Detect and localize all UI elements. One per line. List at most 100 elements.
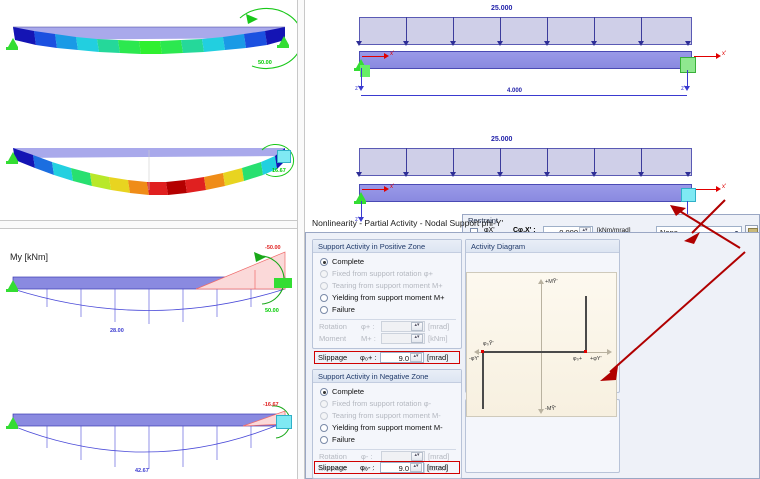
positive-zone-group: Support Activity in Positive Zone Comple… [312,239,462,349]
load-value-top: 25.000 [491,5,513,12]
load-tick [594,17,595,43]
positive-option-radio-failure[interactable] [320,306,328,314]
negative-option-radio-tearing[interactable] [320,412,328,420]
positive-field-name-moment: Moment [319,334,347,343]
axis-x-left-head-bottom [384,186,389,192]
spinner-buttons[interactable]: ▴▾ [411,452,423,461]
axis-x-right-top [694,56,716,57]
diagram-point-right [584,350,587,353]
spinner-buttons[interactable]: ▴▾ [411,322,423,331]
positive-option-label-complete: Complete [332,257,365,266]
negative-divider [320,449,456,450]
positive-field-input-moment[interactable]: ▴▾ [381,333,425,344]
activity-diagram-canvas[interactable]: +MỸ' -MỸ' -φY' +φY' φ₀Ỹ' φ₀+ [466,272,617,417]
load-tick [594,148,595,174]
positive-option-radio-complete[interactable] [320,258,328,266]
negative-field-name-rotation: Rotation [319,452,347,461]
positive-field-unit-rotation: [mrad] [428,322,450,331]
negative-option-radio-fixed[interactable] [320,400,328,408]
positive-field-unit-slippage: [mrad] [427,353,449,362]
positive-option-radio-tearing[interactable] [320,282,328,290]
negative-field-unit-slippage: [mrad] [427,463,449,472]
axis-z-right-label-top: z' [681,86,686,92]
positive-field-symbol-rotation: φ+ : [361,322,375,331]
positive-option-label-failure: Failure [332,305,355,314]
positive-field-name-rotation: Rotation [319,322,347,331]
spinner-buttons[interactable]: ▴▾ [411,334,423,343]
activity-diagram-title: Activity Diagram [466,240,619,253]
negative-field-input-slippage[interactable]: 9.0 ▴▾ [380,462,424,473]
load-arrow [497,41,503,46]
load-tick [453,148,454,174]
pane-gap [0,221,297,228]
positive-zone-title: Support Activity in Positive Zone [313,240,461,253]
positive-option-radio-fixed[interactable] [320,270,328,278]
view-moment-upper[interactable]: My [kNm] 28.00 -50.00 50.00 [0,232,297,362]
axis-x-left-top [362,56,384,57]
support-right-icon [279,36,289,45]
support-left-base-bottom [354,201,366,204]
negative-option-radio-yielding[interactable] [320,424,328,432]
pane-divider-horizontal [0,220,297,221]
axis-x-right-head-bottom [716,186,721,192]
view-model-bottom[interactable]: 25.000 x' x' z' z' [308,128,760,223]
axis-x-right-bottom [694,189,716,190]
load-arrow [497,172,503,177]
main-vertical-divider-2 [304,0,305,479]
diagram-axis-arrow-down [538,409,544,414]
positive-field-value-slippage: 9.0 [398,354,409,363]
support-right-box-4 [276,415,292,429]
pane-divider-horizontal-2 [0,228,297,229]
negative-option-radio-failure[interactable] [320,436,328,444]
positive-field-symbol-moment: M+ : [361,334,376,343]
diagram-curve-horizontal [482,351,587,353]
axis-z-right-head-top [684,86,690,91]
view-moment-lower[interactable]: 42.67 -16.67 [0,380,297,479]
positive-field-input-slippage[interactable]: 9.0 ▴▾ [380,352,424,363]
negative-field-name-moment: Moment [319,464,347,473]
load-arrow [544,41,550,46]
negative-option-label-complete: Complete [332,387,365,396]
support-right-fixed-top [680,57,696,73]
negative-option-radio-complete[interactable] [320,388,328,396]
support-left-base-2 [6,161,18,164]
positive-field-input-rotation[interactable]: ▴▾ [381,321,425,332]
view-deformation-top[interactable]: 50.00 [0,0,297,120]
load-tick [453,17,454,43]
diagram-axis-label-bottom: -MỸ' [545,406,557,412]
span-moment-value-4: 42.67 [135,468,149,474]
axis-x-left-bottom [362,189,384,190]
spinner-buttons[interactable]: ▴▾ [410,463,422,472]
view-model-top[interactable]: 25.000 x' x' z' z' 4.000 [308,0,760,110]
beam-bottom [359,184,692,202]
diagram-axis-label-left: -φY' [469,356,480,362]
support-right-fixed-3 [274,278,292,288]
diagram-point-left [481,350,484,353]
support-right-box-2 [277,150,291,163]
restraint-group-title: Restraint [468,216,499,225]
negative-field-value-slippage: 9.0 [398,464,409,473]
load-tick [500,17,501,43]
diagram-axis-label-right: +φY' [590,356,602,362]
axis-x-left-label-top: x' [390,51,395,57]
support-left-base [6,47,18,50]
support-moment-value-4: -16.67 [263,402,279,408]
dialog-title: Nonlinearity - Partial Activity - Nodal … [312,218,504,228]
positive-option-radio-yielding[interactable] [320,294,328,302]
diagram-caption: My [kNm] [10,252,48,262]
support-right-base [277,45,289,48]
load-tick [547,17,548,43]
axis-z-left-label-bottom: z' [355,217,360,223]
view-deformation-middle[interactable]: 16.67 [0,128,297,214]
load-tick [641,148,642,174]
load-block-top [359,17,692,45]
negative-zone-group: Support Activity in Negative Zone Comple… [312,369,462,479]
load-arrow [591,172,597,177]
diagram-curve-left-vertical [482,352,484,409]
positive-option-label-yielding: Yielding from support moment M+ [332,293,445,302]
diagram-axis-vertical [541,283,542,409]
spinner-buttons[interactable]: ▴▾ [410,353,422,362]
load-arrow [544,172,550,177]
negative-option-label-fixed: Fixed from support rotation φ- [332,399,432,408]
diagram-axis-arrow-right [607,349,612,355]
